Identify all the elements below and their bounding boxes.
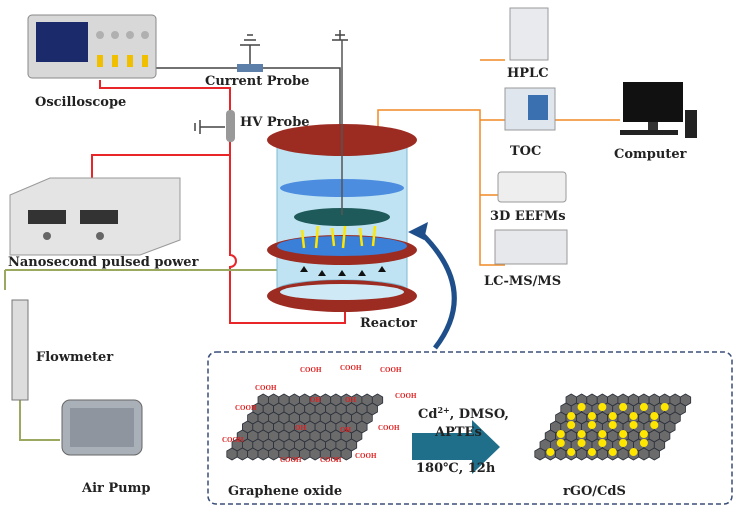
oh-group-label: OH (295, 424, 306, 432)
hexagon-cell (309, 447, 321, 461)
reactor-label: Reactor (360, 316, 417, 331)
cds-nanoparticle (598, 439, 607, 447)
cds-nanoparticle (577, 430, 586, 438)
current-probe-icon (237, 64, 263, 72)
hexagon-cell (247, 447, 259, 461)
hv-probe-icon (226, 110, 235, 142)
cds-nanoparticle (619, 403, 628, 411)
cds-nanoparticle (598, 430, 607, 438)
hexagon-cell (267, 447, 280, 461)
lcms-label: LC-MS/MS (484, 274, 561, 289)
cds-nanoparticle (660, 403, 669, 411)
reactor-vessel (267, 40, 417, 312)
cds-nanoparticle (567, 421, 576, 429)
hplc-device (509, 7, 549, 61)
rgo-cds-sheet (534, 393, 692, 461)
cds-nanoparticle (639, 430, 648, 438)
cds-nanoparticle (577, 403, 586, 411)
hexagon-cell (596, 447, 608, 461)
gas-line (4, 269, 285, 441)
cds-nanoparticle (639, 403, 648, 411)
cooh-group-label: COOH (320, 456, 342, 464)
cooh-group-label: COOH (378, 424, 400, 432)
cds-nanoparticle (629, 421, 638, 429)
hv-probe-label: HV Probe (240, 115, 310, 130)
cooh-group-label: COOH (380, 366, 402, 374)
air-pump-device (61, 399, 143, 456)
reagents-line2: APTEs (434, 425, 482, 440)
hexagon-cell (257, 447, 269, 461)
rgo-cds-label: rGO/CdS (563, 484, 626, 499)
cooh-group-label: COOH (300, 366, 322, 374)
reaction-conditions: 180℃, 12h (416, 461, 496, 476)
oscilloscope-device (27, 14, 157, 79)
toc-device (504, 87, 556, 131)
ground-wires (120, 30, 348, 134)
cds-nanoparticle (629, 412, 638, 420)
cds-nanoparticle (639, 439, 648, 447)
eefms-label: 3D EEFMs (490, 209, 566, 224)
cds-nanoparticle (587, 412, 596, 420)
hexagon-cell (617, 447, 629, 461)
cooh-group-label: COOH (235, 404, 257, 412)
cds-nanoparticle (619, 430, 628, 438)
cds-nanoparticle (567, 448, 576, 456)
computer-label: Computer (614, 147, 687, 162)
reagents-line1: Cd2+, DMSO, (418, 405, 509, 422)
flowmeter-label: Flowmeter (36, 350, 113, 365)
cooh-group-label: COOH (395, 392, 417, 400)
hexagon-cell (576, 447, 588, 461)
hexagon-cell (638, 447, 650, 461)
eefms-device (497, 171, 567, 203)
hexagon-cell (555, 447, 567, 461)
cds-nanoparticle (556, 439, 565, 447)
curved-arrow (418, 230, 457, 350)
cooh-group-label: COOH (255, 384, 277, 392)
cds-nanoparticle (546, 448, 555, 456)
flowmeter-device (11, 299, 29, 401)
oh-group-label: OH (340, 426, 351, 434)
cds-nanoparticle (629, 448, 638, 456)
hexagon-cell (648, 447, 660, 461)
cds-nanoparticle (567, 412, 576, 420)
hexagon-cell (340, 447, 352, 461)
cooh-group-label: COOH (280, 456, 302, 464)
toc-label: TOC (510, 144, 541, 159)
pulsed-power-label: Nanosecond pulsed power (8, 255, 199, 270)
cooh-group-label: COOH (222, 436, 244, 444)
pulsed-power-supply (9, 177, 181, 256)
cooh-group-label: COOH (355, 452, 377, 460)
oh-group-label: OH (310, 396, 321, 404)
cds-nanoparticle (598, 403, 607, 411)
computer-device (620, 82, 697, 138)
cds-nanoparticle (608, 448, 617, 456)
cds-nanoparticle (587, 448, 596, 456)
graphene-oxide-sheet (226, 393, 384, 461)
lcms-device (494, 229, 568, 265)
cds-nanoparticle (556, 430, 565, 438)
oh-group-label: OH (345, 396, 356, 404)
cds-nanoparticle (619, 439, 628, 447)
synthesis-panel (207, 351, 733, 505)
hexagon-cell (236, 447, 249, 461)
cooh-group-label: COOH (340, 364, 362, 372)
hexagon-cell (534, 447, 546, 461)
air-pump-label: Air Pump (81, 481, 150, 496)
cds-nanoparticle (650, 421, 659, 429)
current-probe-label: Current Probe (205, 74, 309, 89)
oscilloscope-label: Oscilloscope (35, 95, 126, 110)
hplc-label: HPLC (507, 66, 549, 81)
hexagon-cell (226, 447, 238, 461)
cds-nanoparticle (608, 421, 617, 429)
cds-nanoparticle (587, 421, 596, 429)
cds-nanoparticle (608, 412, 617, 420)
cds-nanoparticle (577, 439, 586, 447)
reaction-arrow (412, 420, 500, 474)
graphene-oxide-label: Graphene oxide (228, 484, 342, 499)
functional-groups: COOH COOH COOH COOH COOH COOH COOH COOH COOH COOH… (222, 364, 417, 464)
cds-nanoparticle (650, 412, 659, 420)
